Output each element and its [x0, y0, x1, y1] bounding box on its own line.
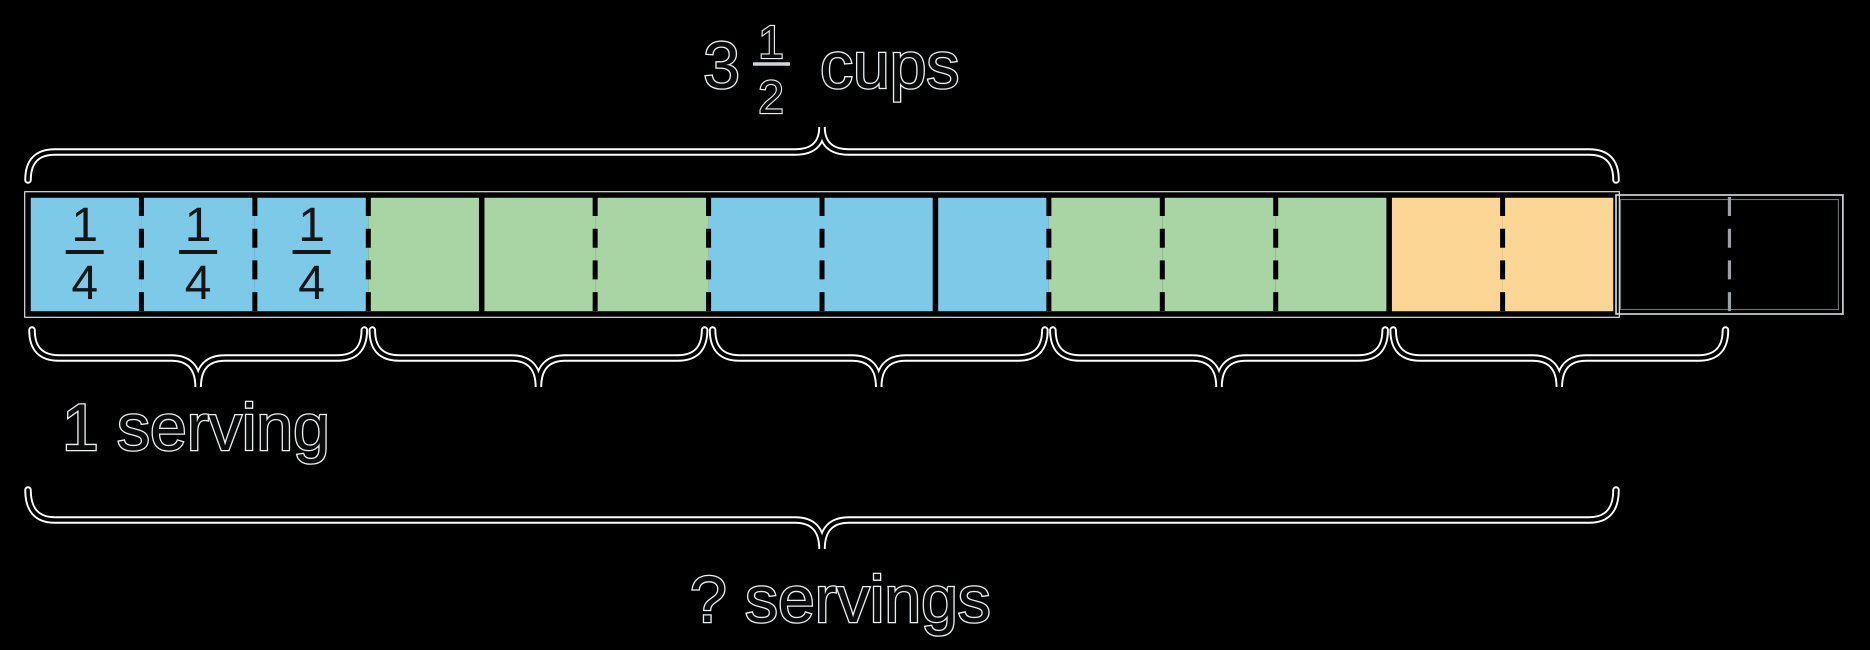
tape-cell-orange [1389, 195, 1503, 314]
title-fraction-denominator: 2 [758, 71, 784, 123]
tape-cell-blue [708, 195, 823, 314]
tape-cell-blue [254, 195, 369, 314]
cell-fraction-denominator: 4 [298, 257, 325, 310]
cell-fraction-denominator: 4 [71, 257, 98, 310]
total-cups-brace [24, 126, 1620, 184]
tape-cell-green [1162, 195, 1276, 314]
total-cups-brace-path [26, 126, 1618, 182]
tape-cell-blue [141, 195, 255, 314]
cell-fraction-denominator: 4 [185, 257, 212, 310]
tape-cell-blue [28, 195, 142, 314]
one-serving-label: 1 serving [62, 390, 330, 464]
serving-brace-1 [30, 328, 367, 388]
cell-fraction-numerator: 1 [71, 199, 98, 252]
question-servings-brace-path [26, 488, 1618, 550]
title-fraction-numerator: 1 [758, 16, 784, 68]
cell-fraction-numerator: 1 [298, 199, 325, 252]
tape-cell-green [368, 195, 482, 314]
question-servings-label: ? servings [690, 562, 991, 636]
serving-brace-3 [710, 328, 1047, 388]
serving-braces [28, 326, 1730, 388]
title-unit: cups [820, 28, 959, 102]
empty-cells-outline [1615, 194, 1844, 315]
tape-cell-blue [935, 195, 1049, 314]
tape-cell-green [1048, 195, 1163, 314]
cell-fraction-numerator: 1 [185, 199, 212, 252]
tape-cell-green [1275, 195, 1390, 314]
title-whole-number: 3 [703, 28, 740, 102]
question-servings-brace [24, 486, 1620, 550]
serving-brace-4 [1051, 328, 1387, 388]
tape-cell-green [481, 195, 596, 314]
total-cups-label: 3 1 2 cups [702, 15, 961, 124]
serving-brace-5 [1391, 328, 1728, 388]
tape-cell-green [595, 195, 709, 314]
tape-outline-highlight [24, 191, 1620, 318]
tape-cell-blue [822, 195, 936, 314]
tape-cell-orange [1502, 195, 1617, 314]
serving-brace-2 [370, 328, 707, 388]
